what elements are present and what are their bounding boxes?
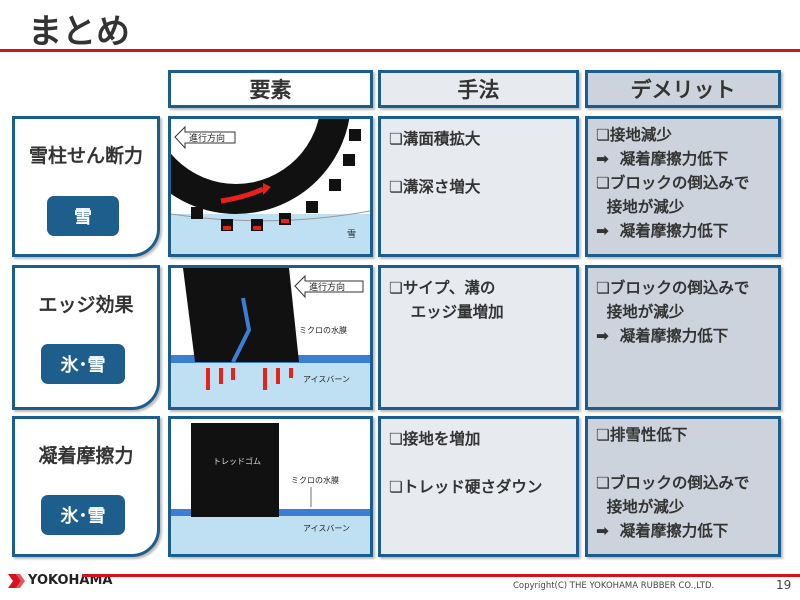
row-label-text: エッジ効果 xyxy=(38,294,134,316)
page-number: 19 xyxy=(776,578,792,592)
demerit-item: ❏接地減少 xyxy=(596,126,672,144)
methods-cell-1: ❏溝面積拡大 ❏溝深さ増大 xyxy=(378,116,579,257)
title-underline xyxy=(0,49,800,52)
demerit-item: ❏ブロックの倒込みで xyxy=(596,279,750,297)
demerit-item: ➡ 凝着摩擦力低下 xyxy=(596,150,729,168)
demerit-item: ➡ 凝着摩擦力低下 xyxy=(596,522,729,540)
row-label-snow-shear: 雪柱せん断力 雪 xyxy=(12,116,160,257)
footer-line xyxy=(82,574,800,577)
demerits-cell-3: ❏排雪性低下 ❏ブロックの倒込みで 接地が減少 ➡ 凝着摩擦力低下 xyxy=(585,416,781,557)
tread-block xyxy=(183,268,299,362)
demerits-cell-2: ❏ブロックの倒込みで 接地が減少 ➡ 凝着摩擦力低下 xyxy=(585,265,781,410)
badge-ice-snow: 氷･雪 xyxy=(41,344,125,384)
method-item: ❏溝深さ増大 xyxy=(389,178,481,196)
header-element: 要素 xyxy=(168,70,373,108)
rotation-arrow xyxy=(220,186,265,204)
snow-label: 雪 xyxy=(347,229,356,240)
row-label-text: 雪柱せん断力 xyxy=(28,145,143,167)
method-item: ❏サイプ、溝の xyxy=(389,279,496,297)
methods-cell-2: ❏サイプ、溝の エッジ量増加 xyxy=(378,265,579,410)
row-label-text: 凝着摩擦力 xyxy=(38,445,134,467)
demerit-item: 接地が減少 xyxy=(596,198,685,216)
header-demerit: デメリット xyxy=(585,70,781,108)
ice-label: アイスバーン xyxy=(303,524,350,533)
ice-label: アイスバーン xyxy=(303,375,350,384)
demerits-cell-1: ❏接地減少 ➡ 凝着摩擦力低下 ❏ブロックの倒込みで 接地が減少 ➡ 凝着摩擦力低下 xyxy=(585,116,781,257)
badge-snow: 雪 xyxy=(47,196,119,236)
direction-arrow-icon xyxy=(174,125,236,150)
demerit-item: ❏ブロックの倒込みで xyxy=(596,174,750,192)
row-label-edge-effect: エッジ効果 氷･雪 xyxy=(12,265,160,410)
direction-label: 進行方向 xyxy=(309,281,345,293)
method-item: ❏トレッド硬さダウン xyxy=(389,478,543,496)
snow-ground xyxy=(171,214,370,254)
demerit-item: 接地が減少 xyxy=(596,498,685,516)
illustration-snow-shear: 進行方向 雪 xyxy=(168,116,373,257)
direction-label: 進行方向 xyxy=(189,132,225,144)
method-item: ❏接地を増加 xyxy=(389,430,481,448)
tread-rubber-block xyxy=(191,423,279,517)
header-method: 手法 xyxy=(378,70,579,108)
water-film-label: ミクロの水膜 xyxy=(299,325,347,335)
demerit-item: ➡ 凝着摩擦力低下 xyxy=(596,327,729,345)
illustration-edge-effect: 進行方向 ミクロの水膜 アイスバーン xyxy=(168,265,373,410)
page-title: まとめ xyxy=(28,12,130,52)
badge-ice-snow: 氷･雪 xyxy=(41,495,125,535)
row-label-adhesion: 凝着摩擦力 氷･雪 xyxy=(12,416,160,557)
illustration-adhesion: トレッドゴム ミクロの水膜 アイスバーン xyxy=(168,416,373,557)
methods-cell-3: ❏接地を増加 ❏トレッド硬さダウン xyxy=(378,416,579,557)
method-item: エッジ量増加 xyxy=(389,303,504,321)
logo-mark-icon xyxy=(8,573,25,588)
demerit-item: ❏ブロックの倒込みで xyxy=(596,474,750,492)
water-film-label: ミクロの水膜 xyxy=(291,475,339,485)
demerit-item: ➡ 凝着摩擦力低下 xyxy=(596,222,729,240)
copyright: Copyright(C) THE YOKOHAMA RUBBER CO.,LTD… xyxy=(513,581,715,591)
demerit-item: ❏排雪性低下 xyxy=(596,426,688,444)
method-item: ❏溝面積拡大 xyxy=(389,130,481,148)
tread-label: トレッドゴム xyxy=(213,456,261,466)
demerit-item: 接地が減少 xyxy=(596,303,685,321)
